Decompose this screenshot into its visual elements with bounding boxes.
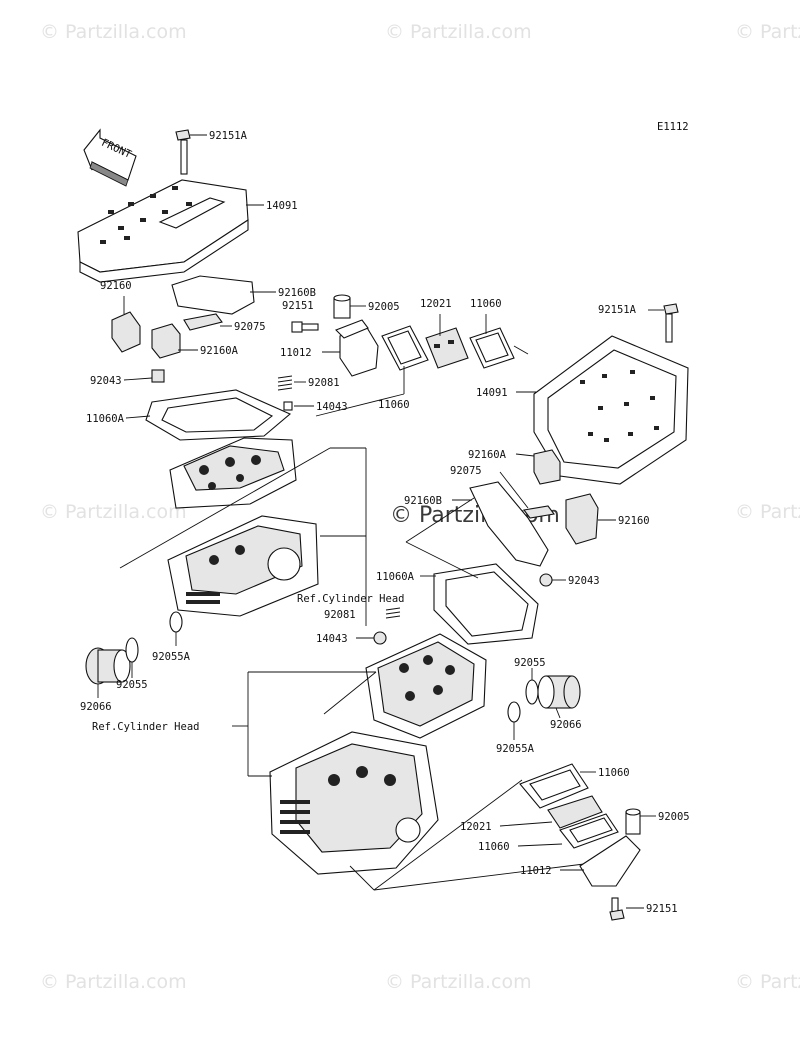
damper-92160-mid <box>565 493 616 545</box>
spring-92081-top <box>277 375 306 391</box>
gasket-11060-top-m <box>381 325 429 394</box>
part-label[interactable]: 11012 <box>280 347 312 359</box>
part-label[interactable]: 92081 <box>308 377 340 389</box>
gasket-11060A-top <box>125 389 292 441</box>
cap-14043-mid <box>356 631 387 645</box>
damper-92160A-mid <box>515 449 561 485</box>
watermark-text: © Partzilla.com <box>385 971 532 993</box>
part-label[interactable]: 92160 <box>100 280 132 292</box>
cylinder-head-top-upper <box>169 437 297 509</box>
gasket-11060-low-1 <box>519 763 596 809</box>
part-label[interactable]: 92160 <box>618 515 650 527</box>
leader-lines-low <box>232 671 585 891</box>
damper-92160A-top <box>151 323 198 359</box>
part-label[interactable]: 92160A <box>200 345 239 357</box>
cylinder-head-top-lower <box>167 515 319 617</box>
watermark-text: © Partzilla.com <box>735 21 800 43</box>
part-label[interactable]: 92043 <box>568 575 600 587</box>
part-label[interactable]: 11060A <box>86 413 125 425</box>
cylinder-head-low-upper <box>365 633 487 739</box>
part-label[interactable]: 11060 <box>470 298 502 310</box>
cover-11012-low <box>560 835 641 887</box>
part-label[interactable]: 92055 <box>116 679 148 691</box>
part-label[interactable]: 92160B <box>404 495 442 507</box>
part-label[interactable]: 11060 <box>378 399 410 411</box>
o-ring-92055A-right <box>507 701 521 740</box>
watermark-text: © Partzilla.com <box>40 21 187 43</box>
part-label[interactable]: 14043 <box>316 633 348 645</box>
gasket-11060A-mid <box>420 563 539 645</box>
damper-92075-mid <box>499 471 555 519</box>
part-label[interactable]: 92055A <box>152 651 191 663</box>
part-label[interactable]: 11060 <box>598 767 630 779</box>
part-label[interactable]: 14043 <box>316 401 348 413</box>
cylinder-head-low-lower <box>269 731 439 875</box>
part-label[interactable]: 12021 <box>420 298 452 310</box>
fitting-92005-low <box>625 808 656 835</box>
damper-92075-top <box>183 313 232 331</box>
watermark-text: © Partzilla.com <box>735 501 800 523</box>
part-label[interactable]: 92075 <box>234 321 266 333</box>
o-ring-92055A-left <box>169 611 183 646</box>
cover-14091-right <box>516 335 689 485</box>
damper-92160-top <box>111 296 141 353</box>
diagram-code: E1112 <box>657 121 689 133</box>
part-label[interactable]: 92151 <box>282 300 314 312</box>
part-label[interactable]: 92066 <box>550 719 582 731</box>
cap-14043-top <box>283 401 314 411</box>
spring-92081-mid <box>385 607 401 619</box>
part-label[interactable]: 11012 <box>520 865 552 877</box>
adapter-92066-right <box>537 675 581 719</box>
watermarks: © Partzilla.com © Partzilla.com © Partzi… <box>40 21 800 993</box>
collar-92043-mid <box>539 573 566 587</box>
part-label[interactable]: 92151A <box>598 304 637 316</box>
o-ring-92055-left <box>125 637 139 678</box>
reed-valve-12021-top <box>425 314 469 369</box>
ref-cylinder-head-label-1: Ref.Cylinder Head <box>297 593 404 605</box>
gasket-11060-low-2 <box>517 813 619 849</box>
part-label[interactable]: 92005 <box>368 301 400 313</box>
bolt-92151A-right <box>648 303 679 343</box>
cover-14091-top <box>77 179 264 283</box>
part-label[interactable]: 92151A <box>209 130 248 142</box>
part-label[interactable]: 14091 <box>476 387 508 399</box>
part-label[interactable]: 92043 <box>90 375 122 387</box>
leader-lines-mid <box>405 497 479 579</box>
cover-92160B-mid <box>452 481 549 567</box>
part-label[interactable]: 92066 <box>80 701 112 713</box>
part-label[interactable]: 92075 <box>450 465 482 477</box>
adapter-92066-left <box>85 647 131 698</box>
part-label[interactable]: 92160B <box>278 287 316 299</box>
part-labels: 92151A 14091 92160B 92160 92151 92005 12… <box>80 130 690 915</box>
front-arrow-icon: FRONT <box>83 128 137 187</box>
watermark-text: © Partzilla.com <box>40 971 187 993</box>
cover-92160B-top <box>171 275 276 315</box>
leader-lines-top <box>119 393 405 626</box>
part-label[interactable]: 14091 <box>266 200 298 212</box>
o-ring-92055-right <box>525 668 539 705</box>
watermark-text: © Partzilla.com <box>385 21 532 43</box>
collar-92043-top <box>123 369 165 383</box>
part-label[interactable]: 92055 <box>514 657 546 669</box>
bolt-92151A-top <box>175 129 207 175</box>
part-label[interactable]: 92055A <box>496 743 535 755</box>
gasket-11060-top-r <box>469 314 529 369</box>
part-label[interactable]: 92081 <box>324 609 356 621</box>
part-label[interactable]: 92151 <box>646 903 678 915</box>
part-label[interactable]: 12021 <box>460 821 492 833</box>
ref-cylinder-head-label-2: Ref.Cylinder Head <box>92 721 199 733</box>
part-label[interactable]: 92005 <box>658 811 690 823</box>
reed-valve-12021-low <box>499 795 603 829</box>
part-label[interactable]: 92160A <box>468 449 507 461</box>
part-label[interactable]: 11060 <box>478 841 510 853</box>
bolt-92151-top <box>291 321 319 333</box>
watermark-text: © Partzilla.com <box>735 971 800 993</box>
bolt-92151-low <box>609 897 644 921</box>
watermark-text: © Partzilla.com <box>40 501 187 523</box>
cover-11012-top <box>322 319 379 377</box>
fitting-92005-top <box>333 294 366 319</box>
part-label[interactable]: 11060A <box>376 571 415 583</box>
